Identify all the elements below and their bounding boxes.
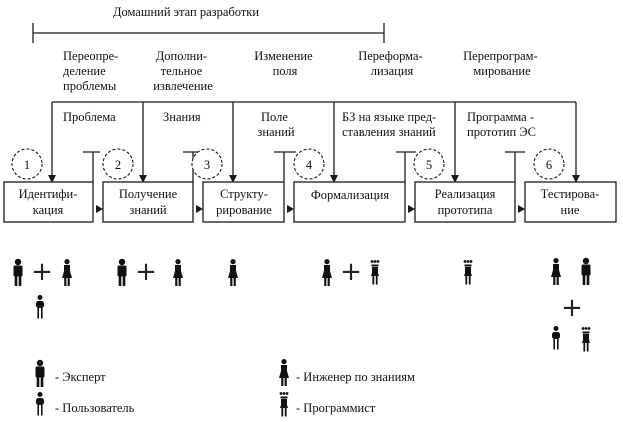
arrow-down-icon: [330, 175, 338, 183]
output-label-knowledge-field: Поле знаний: [257, 110, 295, 139]
arrow-down-icon: [48, 175, 56, 183]
knowledge-engineer-icon: [279, 359, 289, 386]
stage-identification: Идентифи-кация: [3, 181, 94, 223]
stage-number-3: 3: [191, 148, 223, 180]
knowledge-engineer-icon: [551, 258, 561, 285]
stage-arrows: [96, 205, 525, 213]
stage-structuring: Структу-рирование: [202, 181, 285, 223]
legend-item-programmer: - Программист: [279, 392, 376, 417]
programmer-icon: [463, 260, 473, 285]
feedback-label-redefinition: Переопре- деление проблемы: [63, 49, 121, 93]
stage-number-2: 2: [102, 148, 134, 180]
legend-item-user: - Пользователь: [36, 392, 135, 416]
svg-text:3: 3: [204, 158, 210, 172]
svg-text:1: 1: [24, 158, 30, 172]
svg-text:- Эксперт: - Эксперт: [55, 370, 106, 384]
plus-sign: +: [340, 257, 362, 287]
svg-text:- Инженер по знаниям: - Инженер по знаниям: [296, 370, 415, 384]
plus-sign: +: [561, 293, 583, 323]
stage3-participants: [228, 259, 238, 286]
arrow-right-icon: [408, 205, 415, 213]
stage-number-6: 6: [533, 148, 565, 180]
knowledge-engineer-icon: [173, 259, 183, 286]
arrow-right-icon: [287, 205, 294, 213]
arrow-down-icon: [572, 175, 580, 183]
expert-icon: [117, 258, 127, 286]
output-label-prototype-program: Программа - прототип ЭС: [467, 110, 537, 139]
svg-text:4: 4: [306, 158, 313, 172]
output-label-knowledge: Знания: [163, 110, 201, 124]
diagram-title: Домашний этап разработки: [113, 5, 259, 19]
svg-text:Формализация: Формализация: [311, 188, 389, 202]
stage-formalization: Формализация: [293, 181, 406, 223]
home-stage-bracket: [32, 23, 385, 43]
expert-icon: [35, 359, 45, 387]
legend-item-knowledge-engineer: - Инженер по знаниям: [279, 359, 415, 386]
legend: - Эксперт - Инженер по знаниям - Пользов…: [35, 359, 415, 417]
stage-number-4: 4: [293, 148, 325, 180]
programmer-icon: [279, 392, 289, 417]
arrow-down-icon: [451, 175, 459, 183]
output-connectors: [83, 151, 525, 182]
plus-sign: +: [31, 257, 53, 287]
user-icon: [36, 295, 44, 319]
stage-number-1: 1: [11, 148, 43, 180]
knowledge-engineer-icon: [322, 259, 332, 286]
programmer-icon: [581, 327, 591, 352]
svg-text:5: 5: [426, 158, 432, 172]
user-icon: [552, 326, 560, 350]
feedback-arrows: [48, 102, 580, 183]
knowledge-engineer-icon: [228, 259, 238, 286]
legend-item-expert: - Эксперт: [35, 359, 106, 387]
programmer-icon: [370, 260, 380, 285]
knowledge-engineer-icon: [62, 259, 72, 286]
output-label-knowledge-base: БЗ на языке пред- ставления знаний: [342, 110, 439, 139]
svg-text:Идентифи-кация: Идентифи-кация: [19, 187, 78, 217]
svg-text:6: 6: [546, 158, 552, 172]
svg-text:Тестирова-ние: Тестирова-ние: [541, 187, 600, 217]
feedback-label-field-change: Изменение поля: [254, 49, 316, 78]
feedback-label-additional-extraction: Дополни- тельное извлечение: [153, 49, 213, 93]
svg-text:- Программист: - Программист: [296, 401, 376, 415]
expert-icon: [581, 257, 591, 285]
arrow-down-icon: [139, 175, 147, 183]
expert-icon: [13, 258, 23, 286]
svg-text:- Пользователь: - Пользователь: [55, 401, 135, 415]
svg-text:2: 2: [115, 158, 121, 172]
feedback-label-reformalization: Переформа- лизация: [358, 49, 426, 78]
stage-testing: Тестирова-ние: [524, 181, 617, 223]
arrow-down-icon: [229, 175, 237, 183]
plus-sign: +: [135, 257, 157, 287]
arrow-right-icon: [196, 205, 203, 213]
svg-text:Структу-рирование: Структу-рирование: [216, 187, 272, 217]
user-icon: [36, 392, 44, 416]
arrow-right-icon: [518, 205, 525, 213]
feedback-label-reprogramming: Перепрограм- мирование: [463, 49, 541, 78]
stage-number-5: 5: [413, 148, 445, 180]
output-label-problem: Проблема: [63, 110, 116, 124]
stage5-participants: [463, 260, 473, 285]
arrow-right-icon: [96, 205, 103, 213]
